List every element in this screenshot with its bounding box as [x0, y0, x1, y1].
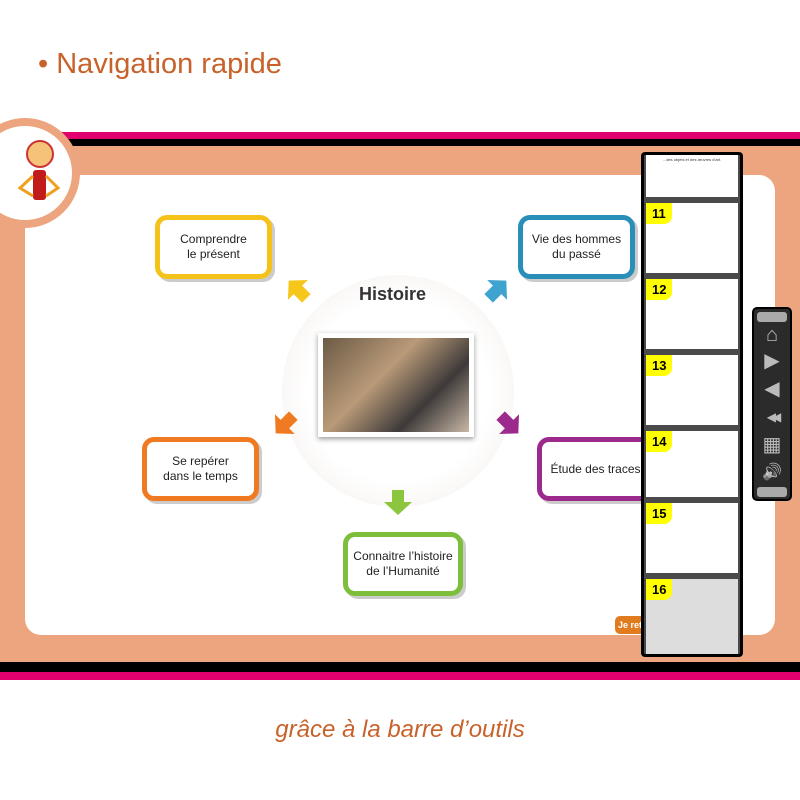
arrow-icon [496, 411, 520, 435]
toolbar: ⌂ ▶ ◀ ◀◀ ▦ 🔊 [752, 307, 792, 501]
thumbnail-panel[interactable]: ...des objets et des œuvres d’art. 11 12… [641, 152, 743, 657]
bottom-pink-bar [0, 672, 800, 680]
thumbnail-slide[interactable]: 13 [646, 355, 738, 425]
slide-number: 11 [646, 203, 672, 224]
top-black-bar [0, 139, 800, 146]
box-comprendre-le-present[interactable]: Comprendre le présent [155, 215, 272, 279]
thumbnail-slide[interactable]: 12 [646, 279, 738, 349]
box-se-reperer[interactable]: Se repérer dans le temps [142, 437, 259, 501]
top-pink-bar [0, 132, 800, 139]
box-connaitre-histoire[interactable]: Connaitre l’histoire de l’Humanité [343, 532, 463, 596]
thumbnail-slide[interactable]: ...des objets et des œuvres d’art. [646, 155, 738, 197]
thumbnail-slide[interactable]: 11 [646, 203, 738, 273]
grid-icon[interactable]: ▦ [762, 434, 782, 456]
rewind-icon[interactable]: ◀◀ [766, 410, 781, 424]
caption: grâce à la barre d’outils [275, 716, 525, 743]
je-retiens-button[interactable]: Je reti [615, 616, 645, 634]
mascot-avatar[interactable] [0, 118, 80, 228]
page-title: • Navigation rapide [38, 48, 282, 80]
previous-icon[interactable]: ◀ [764, 378, 780, 400]
arrow-icon [384, 490, 412, 515]
slide-number: 13 [646, 355, 673, 376]
sound-icon[interactable]: 🔊 [762, 464, 782, 481]
next-icon[interactable]: ▶ [764, 350, 780, 372]
arrow-icon [484, 279, 508, 303]
box-etude-des-traces[interactable]: Étude des traces [537, 437, 654, 501]
slide-number: 12 [646, 279, 673, 300]
thumbnail-slide[interactable]: 15 [646, 503, 738, 573]
arrow-icon [287, 279, 311, 303]
museum-photo [318, 333, 474, 437]
thumbnail-slide[interactable]: 16 [646, 579, 738, 654]
toolbar-bottom-cap [757, 487, 787, 497]
slide-number: 14 [646, 431, 673, 452]
home-icon[interactable]: ⌂ [765, 324, 779, 346]
slide-number: 15 [646, 503, 673, 524]
bottom-black-bar [0, 662, 800, 672]
thumbnail-slide[interactable]: 14 [646, 431, 738, 497]
arrow-icon [274, 411, 298, 435]
thumbnail-text: ...des objets et des œuvres d’art. [662, 157, 722, 162]
box-vie-des-hommes[interactable]: Vie des hommes du passé [518, 215, 635, 279]
toolbar-top-cap [757, 312, 787, 322]
slide-number: 16 [646, 579, 673, 600]
diagram-center-title: Histoire [358, 284, 427, 304]
